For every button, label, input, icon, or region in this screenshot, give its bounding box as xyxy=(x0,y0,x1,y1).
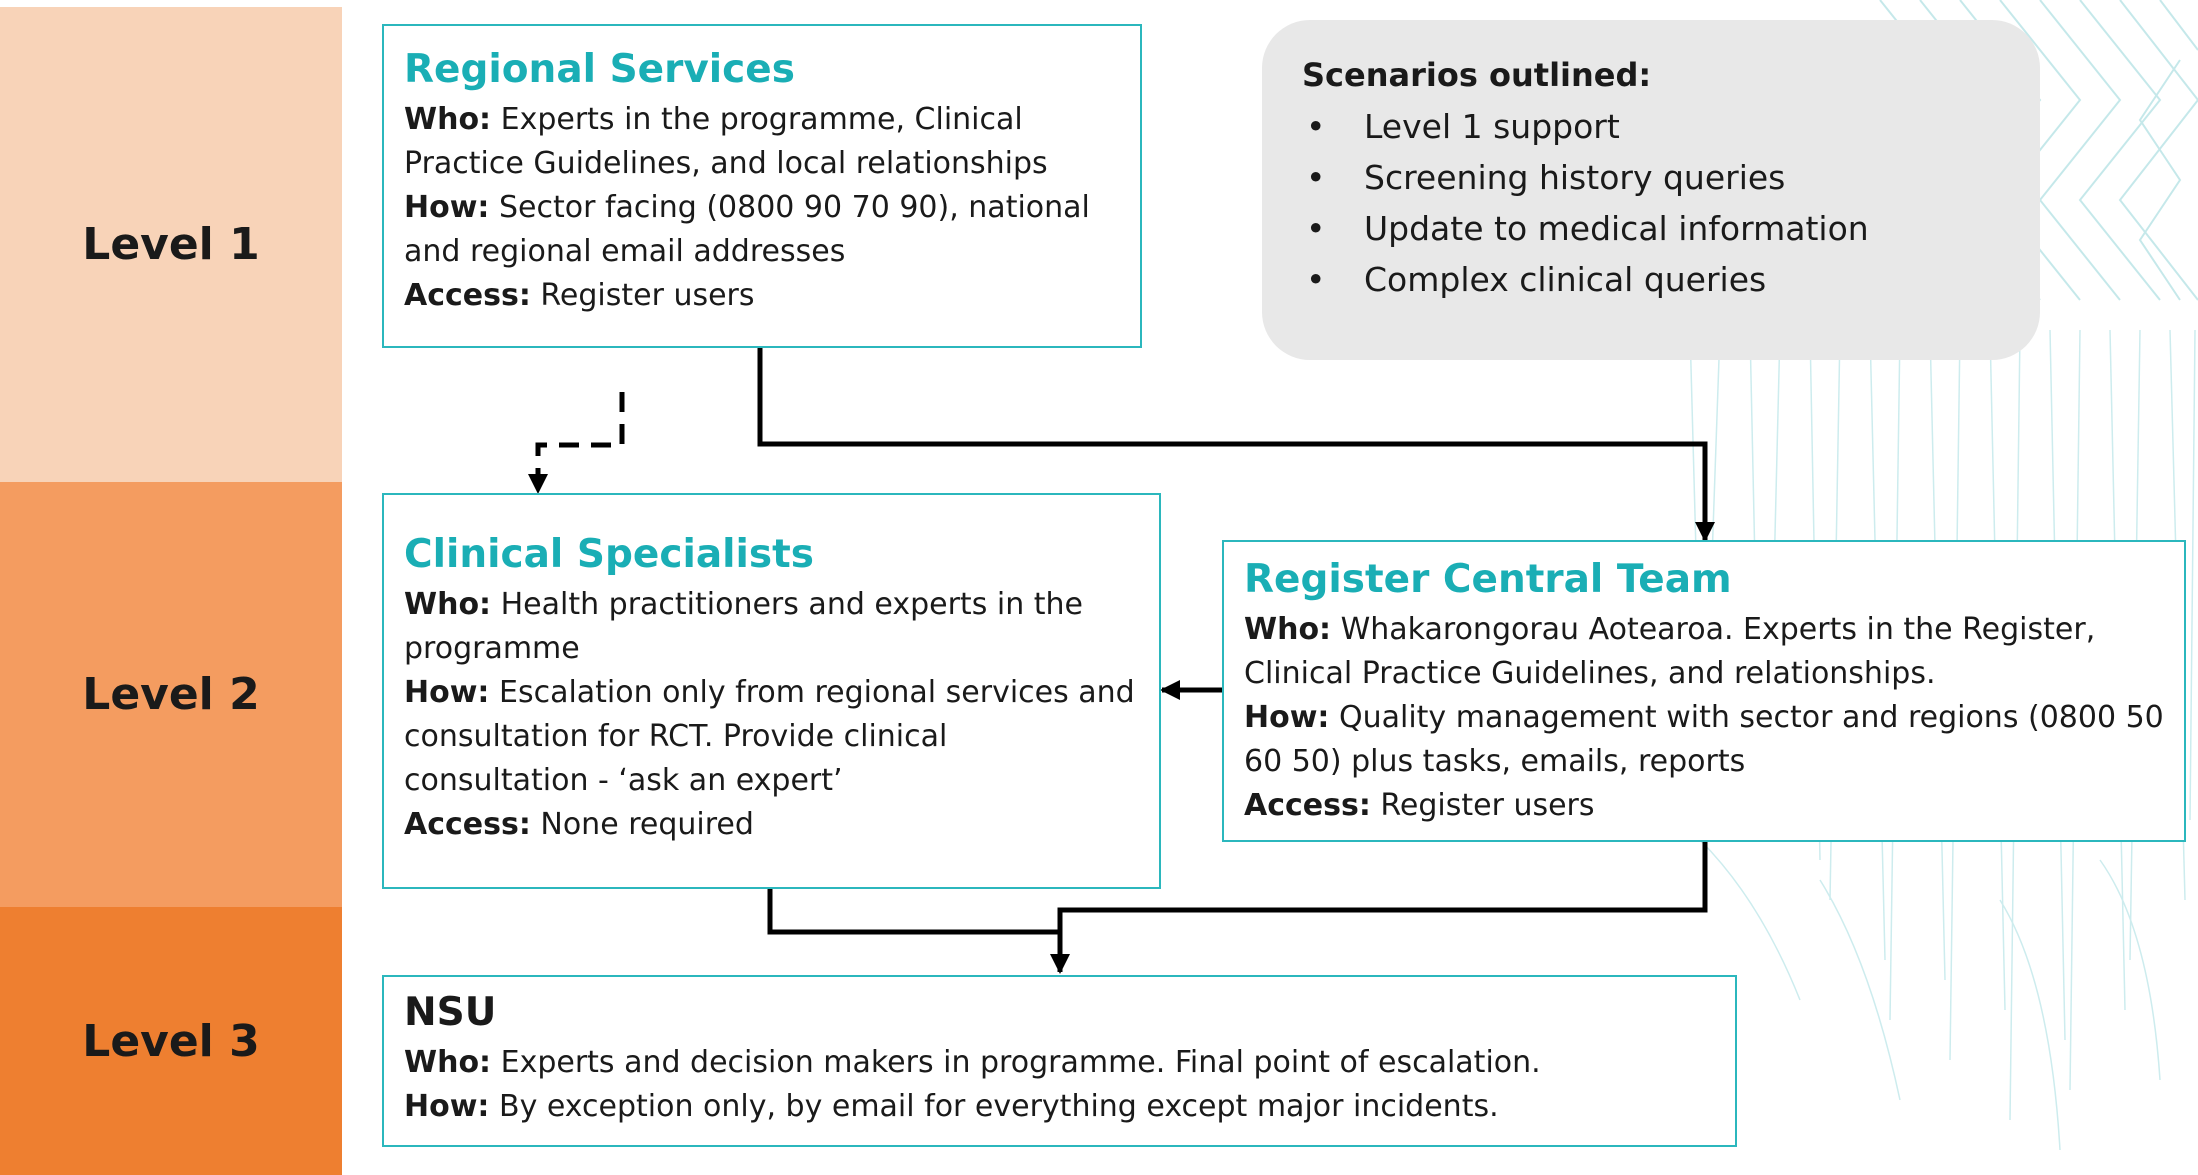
regional-services-box: Regional Services Who: Experts in the pr… xyxy=(382,24,1142,348)
scenarios-panel: Scenarios outlined: •Level 1 support •Sc… xyxy=(1262,20,2040,360)
dashed-connector xyxy=(528,392,625,494)
nsu-how: How: By exception only, by email for eve… xyxy=(404,1089,1499,1124)
clinical-how: How: Escalation only from regional servi… xyxy=(404,675,1135,798)
regional-who: Who: Experts in the programme, Clinical … xyxy=(404,102,1048,181)
register-central-team-box: Register Central Team Who: Whakarongorau… xyxy=(1222,540,2186,842)
nsu-who: Who: Experts and decision makers in prog… xyxy=(404,1045,1541,1080)
clinical-to-nsu-connector xyxy=(767,888,1060,935)
regional-how: How: Sector facing (0800 90 70 90), nati… xyxy=(404,190,1090,269)
regional-access: Access: Register users xyxy=(404,278,755,313)
scenario-item: •Level 1 support xyxy=(1306,107,1620,146)
central-how: How: Quality management with sector and … xyxy=(1244,700,2164,779)
level-1-label: Level 1 xyxy=(82,219,260,270)
scenario-item: •Screening history queries xyxy=(1306,158,1786,197)
level-3-band: Level 3 xyxy=(0,907,342,1175)
regional-to-central-connector xyxy=(757,348,1715,542)
central-access: Access: Register users xyxy=(1244,788,1595,823)
level-3-label: Level 3 xyxy=(82,1015,260,1067)
scenarios-heading: Scenarios outlined: xyxy=(1302,56,1652,94)
level-2-band: Level 2 xyxy=(0,482,342,907)
central-who: Who: Whakarongorau Aotearoa. Experts in … xyxy=(1244,612,2096,691)
clinical-specialists-title: Clinical Specialists xyxy=(404,532,814,577)
nsu-title: NSU xyxy=(404,990,497,1035)
scenario-item: •Complex clinical queries xyxy=(1306,260,1767,299)
clinical-specialists-box: Clinical Specialists Who: Health practit… xyxy=(382,493,1161,889)
nsu-box: NSU Who: Experts and decision makers in … xyxy=(382,975,1737,1147)
scenario-item: •Update to medical information xyxy=(1306,209,1869,248)
register-central-team-title: Register Central Team xyxy=(1244,557,1732,602)
level-1-band: Level 1 xyxy=(0,7,342,482)
clinical-who: Who: Health practitioners and experts in… xyxy=(404,587,1083,666)
regional-services-title: Regional Services xyxy=(404,47,795,92)
central-to-nsu-connector xyxy=(1050,842,1708,974)
clinical-access: Access: None required xyxy=(404,807,754,842)
level-2-label: Level 2 xyxy=(82,669,260,720)
scenarios-list: •Level 1 support •Screening history quer… xyxy=(1302,101,2000,305)
